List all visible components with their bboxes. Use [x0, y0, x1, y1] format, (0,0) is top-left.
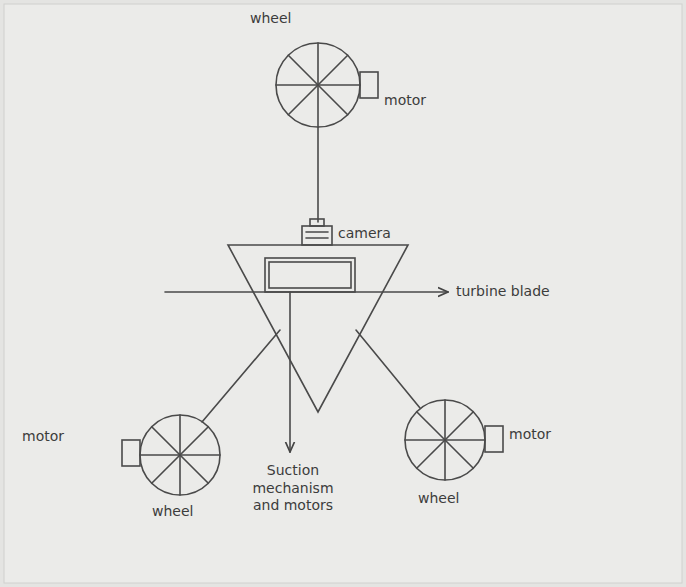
part-label: wheel	[250, 10, 291, 28]
blade-slot-inner	[269, 262, 351, 288]
part-label: turbine blade	[456, 283, 550, 301]
paper	[4, 4, 682, 583]
part-label: motor	[384, 92, 426, 110]
leader-line	[289, 292, 291, 452]
motor-symbol	[485, 426, 503, 452]
wheel-arm	[202, 330, 280, 422]
wheel-symbol	[276, 43, 360, 127]
part-label: wheel	[152, 503, 193, 521]
wheel-arm	[356, 330, 420, 408]
robot-body	[228, 245, 408, 412]
wheel-symbol	[140, 415, 220, 495]
motor-symbol	[360, 72, 378, 98]
blade-slot	[265, 258, 355, 292]
support-rod	[317, 127, 319, 222]
wheel-symbol	[405, 400, 485, 480]
motor-symbol	[122, 440, 140, 466]
part-label: Suction mechanism and motors	[248, 462, 338, 515]
part-label: motor	[509, 426, 551, 444]
part-label: camera	[338, 225, 391, 243]
part-label: wheel	[418, 490, 459, 508]
part-label: motor	[22, 428, 64, 446]
turbine-blade-line	[165, 291, 448, 293]
camera-symbol	[302, 219, 332, 245]
